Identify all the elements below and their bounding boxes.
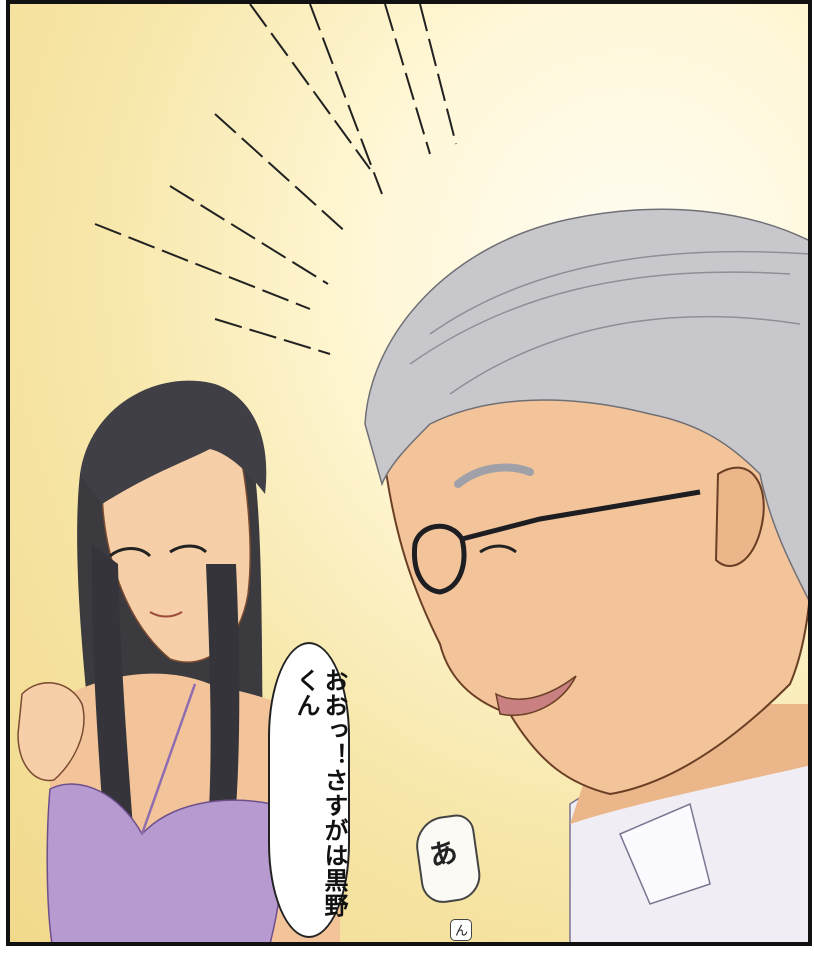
woman-front-hair-right: [206, 564, 240, 854]
woman-mouth: [149, 611, 183, 618]
man-mouth: [494, 675, 577, 716]
glasses-lens: [411, 523, 467, 595]
emphasis-line: [419, 4, 457, 145]
manga-panel: おおっ！さすがは黒野くん あ ん: [6, 0, 812, 946]
man-glasses: [411, 489, 701, 595]
sfx-bubble-small: ん: [450, 919, 472, 941]
woman-hand: [17, 682, 85, 782]
man-collar: [619, 802, 711, 905]
man-eye: [479, 544, 517, 554]
man-figure: [364, 208, 808, 942]
sfx-bubble-large: あ: [412, 812, 484, 906]
woman-bra-strap: [140, 683, 197, 835]
speech-bubble: おおっ！さすがは黒野くん: [268, 642, 350, 938]
emphasis-line: [94, 223, 311, 310]
woman-bangs: [80, 380, 267, 504]
woman-front-hair-left: [91, 544, 136, 866]
emphasis-line: [309, 4, 383, 195]
panel-illustration: [17, 4, 808, 942]
sfx-text-large: あ: [425, 834, 462, 874]
emphasis-line: [249, 4, 371, 170]
man-eyebrow: [454, 463, 534, 488]
man-ear: [714, 466, 765, 567]
woman-eye-left: [109, 547, 152, 558]
hair-strand: [409, 271, 791, 365]
emphasis-line: [214, 318, 331, 355]
hair-strand: [429, 250, 808, 335]
hair-strand: [449, 315, 801, 395]
emphasis-lines: [94, 4, 457, 355]
glasses-temple: [461, 489, 701, 542]
emphasis-line: [214, 113, 349, 235]
speech-bubble-text: おおっ！さすがは黒野くん: [292, 668, 348, 918]
woman-eye-right: [169, 544, 208, 554]
man-hair-strands: [409, 250, 808, 395]
emphasis-line: [169, 185, 329, 285]
emphasis-line: [384, 4, 431, 155]
sfx-text-small: ん: [455, 924, 469, 939]
